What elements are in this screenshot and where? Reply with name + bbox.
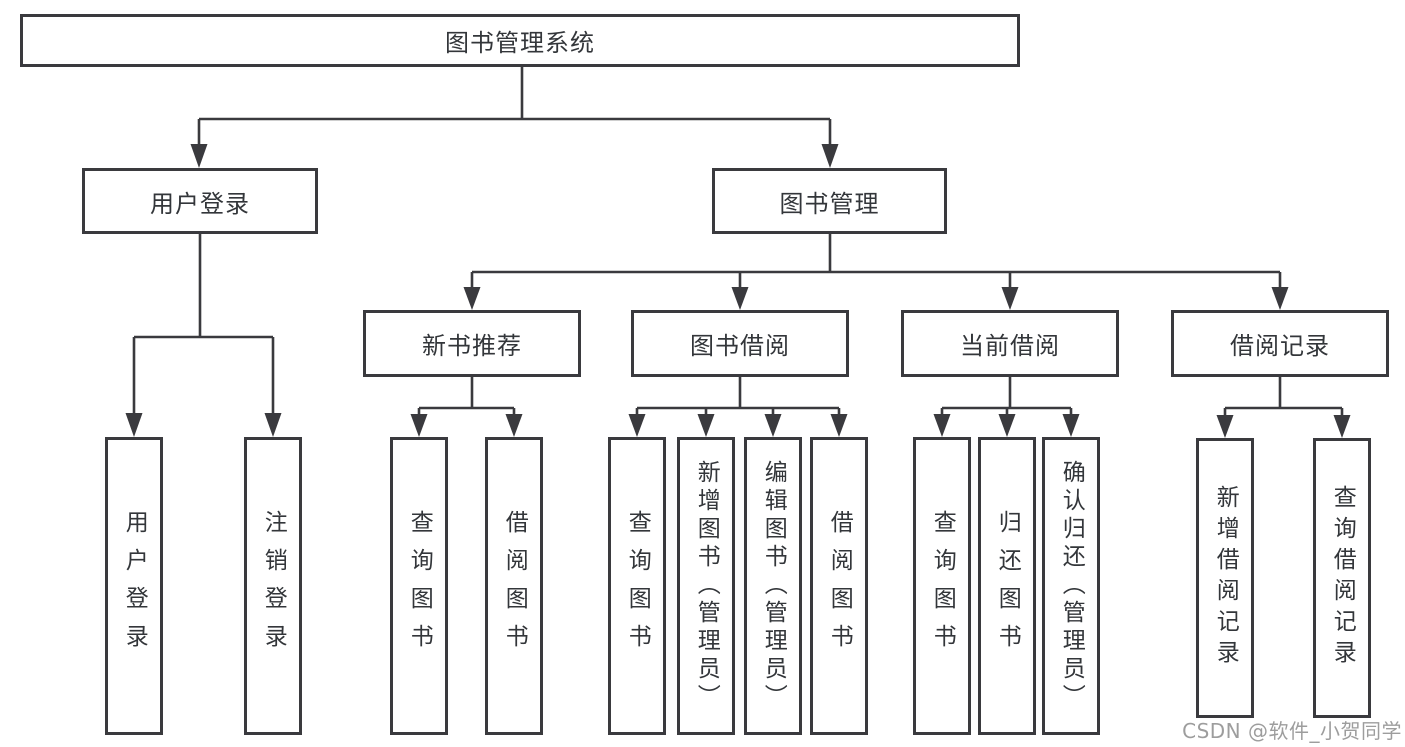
node-current-borrow: 当前借阅 [901, 310, 1119, 377]
leaf-borrow-query-books: 查询图书 [608, 437, 666, 735]
leaf-records-add-record-label: 新增借阅记录 [1212, 485, 1239, 671]
leaf-current-return-books-label: 归还图书 [994, 510, 1021, 662]
leaf-records-query-record-label: 查询借阅记录 [1329, 485, 1356, 671]
node-book-management-label: 图书管理 [779, 189, 880, 218]
leaf-borrow-edit-books-admin-label: 编辑图书（管理员） [760, 460, 787, 712]
leaf-user-login: 用户登录 [105, 437, 163, 735]
connector-user-login-children [125, 234, 282, 437]
node-current-borrow-label: 当前借阅 [960, 332, 1060, 360]
leaf-borrow-borrow-books: 借阅图书 [810, 437, 868, 735]
node-book-borrow: 图书借阅 [631, 310, 849, 377]
leaf-current-query-books-label: 查询图书 [929, 510, 956, 662]
node-user-login: 用户登录 [82, 168, 318, 234]
connector-borrow-records-children [1216, 377, 1351, 438]
node-root-label: 图书管理系统 [445, 29, 595, 57]
leaf-records-add-record: 新增借阅记录 [1196, 438, 1254, 718]
connector-book-management-children [463, 234, 1289, 310]
leaf-borrow-edit-books-admin: 编辑图书（管理员） [744, 437, 802, 735]
leaf-recommend-query-books: 查询图书 [390, 437, 448, 735]
node-borrow-records: 借阅记录 [1171, 310, 1389, 377]
node-new-book-recommend-label: 新书推荐 [422, 332, 522, 360]
connector-book-borrow-children [628, 377, 848, 437]
leaf-borrow-query-books-label: 查询图书 [624, 510, 651, 662]
leaf-current-return-books: 归还图书 [978, 437, 1036, 735]
node-borrow-records-label: 借阅记录 [1230, 332, 1330, 360]
leaf-current-confirm-return-admin-label: 确认归还（管理员） [1058, 460, 1085, 712]
node-book-borrow-label: 图书借阅 [690, 332, 790, 360]
leaf-borrow-add-books-admin: 新增图书（管理员） [677, 437, 735, 735]
leaf-user-logout-label: 注销登录 [260, 510, 287, 662]
csdn-watermark: CSDN @软件_小贺同学 [1182, 719, 1402, 743]
leaf-recommend-borrow-books-label: 借阅图书 [501, 510, 528, 662]
node-book-management: 图书管理 [712, 168, 947, 234]
node-new-book-recommend: 新书推荐 [363, 310, 581, 377]
leaf-user-logout: 注销登录 [244, 437, 302, 735]
leaf-current-confirm-return-admin: 确认归还（管理员） [1042, 437, 1100, 735]
leaf-records-query-record: 查询借阅记录 [1313, 438, 1371, 718]
leaf-recommend-query-books-label: 查询图书 [406, 510, 433, 662]
leaf-current-query-books: 查询图书 [913, 437, 971, 735]
connector-root-to-branches [190, 67, 839, 168]
leaf-recommend-borrow-books: 借阅图书 [485, 437, 543, 735]
leaf-borrow-borrow-books-label: 借阅图书 [826, 510, 853, 662]
connector-current-borrow-children [933, 377, 1080, 437]
node-root: 图书管理系统 [20, 14, 1020, 67]
node-user-login-label: 用户登录 [150, 189, 250, 218]
leaf-borrow-add-books-admin-label: 新增图书（管理员） [693, 460, 720, 712]
leaf-user-login-label: 用户登录 [121, 510, 148, 662]
connector-new-book-recommend-children [410, 377, 523, 437]
